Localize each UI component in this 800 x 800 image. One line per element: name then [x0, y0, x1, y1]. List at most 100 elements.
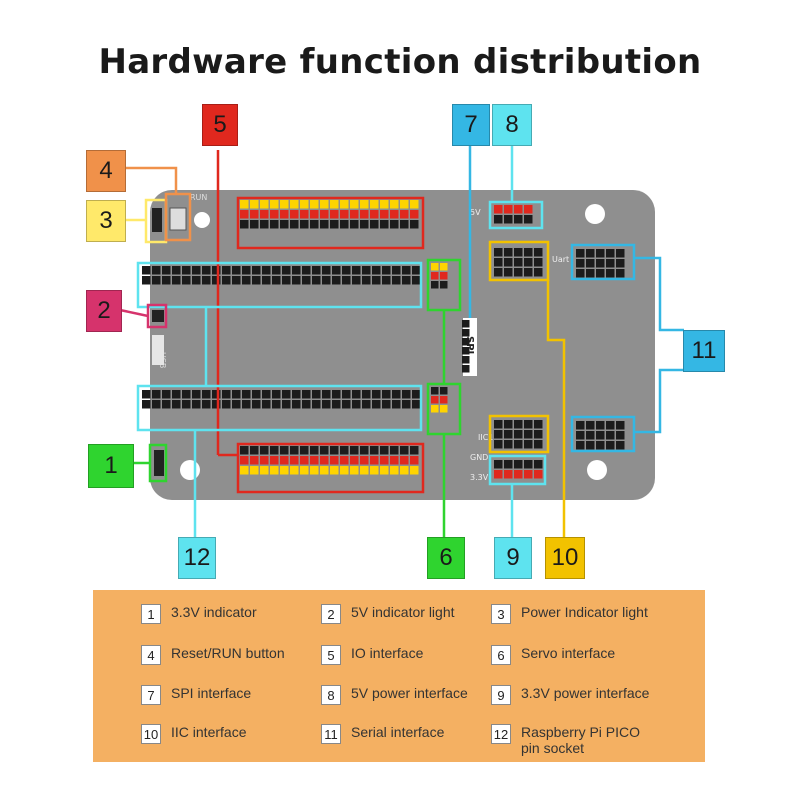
- pico-socket-pin: [342, 276, 351, 285]
- io-pin: [340, 220, 349, 229]
- legend-number: 10: [141, 724, 161, 744]
- legend-label: 3.3V power interface: [521, 685, 650, 701]
- pico-socket-pin: [142, 276, 151, 285]
- pico-socket-pin: [392, 400, 401, 409]
- io-pin: [330, 200, 339, 209]
- callout-11-line: [634, 256, 684, 332]
- legend-label: Power Indicator light: [521, 604, 648, 620]
- iic-pin: [524, 420, 533, 429]
- uart-silk-label: Uart: [552, 255, 569, 264]
- io-pin: [240, 456, 249, 465]
- pico-socket-pin: [412, 266, 421, 275]
- pico-socket-pin: [202, 400, 211, 409]
- callout-badge-12: 12: [178, 537, 216, 579]
- io-pin: [280, 466, 289, 475]
- io-pin: [410, 210, 419, 219]
- uart-pin: [616, 269, 625, 278]
- 5v-power-pin: [514, 205, 523, 214]
- pico-socket-pin: [402, 266, 411, 275]
- io-pin: [370, 210, 379, 219]
- pico-socket-pin: [302, 400, 311, 409]
- 5v-power-pin: [524, 215, 533, 224]
- callout-11-frame: [570, 243, 636, 281]
- callout-badge-7: 7: [452, 104, 490, 146]
- io-pin: [310, 220, 319, 229]
- io-pin: [240, 200, 249, 209]
- pico-socket-pin: [182, 266, 191, 275]
- servo-pin: [440, 281, 448, 289]
- io-pin: [410, 220, 419, 229]
- pico-socket-pin: [202, 266, 211, 275]
- legend-number: 12: [491, 724, 511, 744]
- pico-socket-pin: [272, 390, 281, 399]
- iic-pin: [534, 420, 543, 429]
- pico-socket-pin: [162, 390, 171, 399]
- io-pin: [270, 220, 279, 229]
- pico-socket-pin: [292, 400, 301, 409]
- servo-pin: [440, 272, 448, 280]
- legend-label-line2: pin socket: [521, 740, 585, 756]
- legend-number: 5: [321, 645, 341, 665]
- mounting-hole: [587, 460, 607, 480]
- pico-socket-pin: [162, 266, 171, 275]
- 5v-power-pin: [494, 215, 503, 224]
- uart-pin: [606, 421, 615, 430]
- pico-socket-pin: [172, 390, 181, 399]
- io-pin: [310, 446, 319, 455]
- reset-button: [169, 207, 187, 231]
- io-pin: [380, 210, 389, 219]
- io-pin: [370, 220, 379, 229]
- callout-10-frame: [488, 240, 550, 282]
- iic-pin: [504, 268, 513, 277]
- iic-pin: [514, 440, 523, 449]
- servo-pin: [431, 387, 439, 395]
- iic-pin: [514, 420, 523, 429]
- uart-pin: [586, 431, 595, 440]
- pico-socket-pin: [372, 266, 381, 275]
- pico-socket-pin: [402, 276, 411, 285]
- pico-socket-pin: [312, 266, 321, 275]
- io-pin: [250, 200, 259, 209]
- 5v-power-pin: [514, 215, 523, 224]
- io-pin: [280, 456, 289, 465]
- callout-badge-3: 3: [86, 200, 126, 242]
- io-pin: [310, 466, 319, 475]
- io-pin: [350, 446, 359, 455]
- pico-socket-pin: [242, 266, 251, 275]
- io-pin: [330, 456, 339, 465]
- legend-label: IO interface: [351, 645, 424, 661]
- io-pin: [400, 446, 409, 455]
- uart-pin: [616, 441, 625, 450]
- pico-socket-pin: [172, 400, 181, 409]
- servo-pin: [431, 396, 439, 404]
- io-pin: [290, 456, 299, 465]
- servo-pin: [440, 405, 448, 413]
- legend-label: 5V power interface: [351, 685, 468, 701]
- pin-headers: [142, 200, 625, 479]
- pico-socket-pin: [322, 276, 331, 285]
- io-pin: [370, 200, 379, 209]
- io-pin: [280, 220, 289, 229]
- io-pin: [340, 446, 349, 455]
- pico-socket-pin: [382, 266, 391, 275]
- io-pin: [250, 456, 259, 465]
- pico-socket-pin: [292, 276, 301, 285]
- spi-pin: [462, 320, 470, 328]
- io-pin: [380, 200, 389, 209]
- 3v3-power-pin: [504, 460, 513, 469]
- io-pin: [270, 456, 279, 465]
- uart-pin: [606, 259, 615, 268]
- iic-pin: [534, 258, 543, 267]
- pico-socket-pin: [222, 400, 231, 409]
- io-pin: [410, 456, 419, 465]
- callout-badge-6: 6: [427, 537, 465, 579]
- servo-pin: [431, 263, 439, 271]
- pico-socket-pin: [312, 276, 321, 285]
- uart-pin: [586, 441, 595, 450]
- callout-8-frame: [488, 200, 544, 230]
